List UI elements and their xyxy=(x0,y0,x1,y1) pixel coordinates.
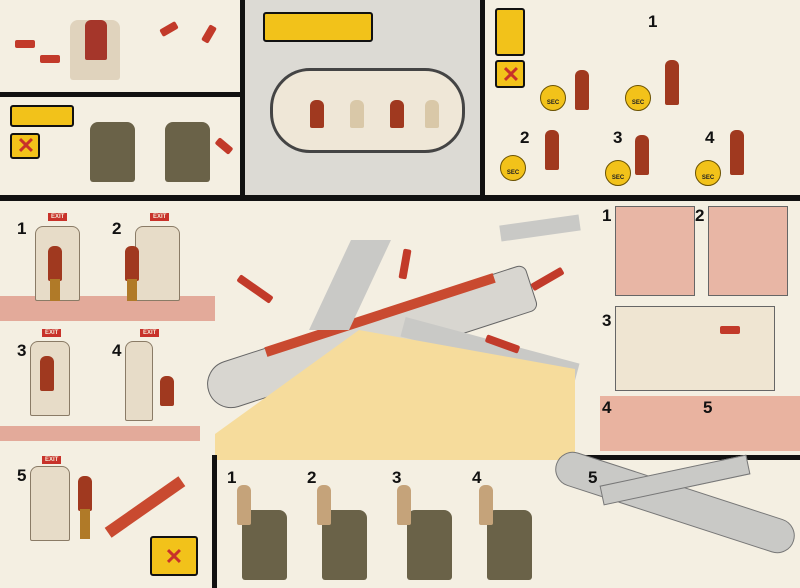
timer-icon: SEC xyxy=(695,160,721,186)
exit-sign: EXIT xyxy=(150,213,170,221)
escape-slide xyxy=(104,476,186,538)
arrow-icon xyxy=(15,40,35,48)
no-sign: ✕ xyxy=(10,133,40,159)
step-number: 1 xyxy=(17,219,27,238)
divider xyxy=(0,92,242,97)
step-number: 1 xyxy=(227,468,237,487)
exit-sign: EXIT xyxy=(48,213,68,221)
passenger-figure xyxy=(85,20,107,60)
seatback-panel: ✕ xyxy=(0,97,240,195)
step-number: 1 xyxy=(648,12,658,31)
arrow-icon xyxy=(214,137,234,155)
step-number: 2 xyxy=(307,468,317,487)
oxygen-mask-panel: ✕ SEC SEC SEC SEC SEC 1 2 3 4 xyxy=(485,0,800,195)
timer-icon: SEC xyxy=(540,85,566,111)
divider xyxy=(240,0,245,200)
timer-icon: SEC xyxy=(605,160,631,186)
step-number: 5 xyxy=(703,398,713,417)
step-number: 3 xyxy=(602,311,612,330)
step-number: 5 xyxy=(17,466,27,485)
timer-icon: SEC xyxy=(500,155,526,181)
timer-icon: SEC xyxy=(625,85,651,111)
seatbelt-panel xyxy=(0,0,240,92)
step-number: 4 xyxy=(705,128,715,147)
step-number: 4 xyxy=(112,341,122,360)
arrow-icon xyxy=(40,55,60,63)
oxygen-sign xyxy=(495,8,525,56)
seat-cushion-panel: 1 2 3 4 xyxy=(217,460,547,588)
overwing-exit-panel: 1 2 3 4 5 xyxy=(600,201,800,451)
arrow-icon xyxy=(201,24,217,44)
divider xyxy=(0,195,800,201)
divider xyxy=(480,0,485,200)
step-number: 3 xyxy=(613,128,623,147)
takeoff-landing-sign xyxy=(10,105,74,127)
step-number: 3 xyxy=(17,341,27,360)
step-number: 2 xyxy=(112,219,122,238)
arrow-icon xyxy=(159,21,179,37)
step-number: 2 xyxy=(695,206,705,225)
landing-sign xyxy=(263,12,373,42)
step-number: 5 xyxy=(588,468,598,487)
exit-sign: EXIT xyxy=(42,456,62,464)
door-exit-panel: EXIT EXIT EXIT EXIT EXIT ✕ 1 2 3 4 5 xyxy=(0,201,215,588)
no-items-sign: ✕ xyxy=(150,536,198,576)
step-number: 1 xyxy=(602,206,612,225)
step-number: 4 xyxy=(472,468,482,487)
exit-sign: EXIT xyxy=(42,329,62,337)
step-number: 2 xyxy=(520,128,530,147)
divider xyxy=(575,455,800,460)
no-smoking-sign: ✕ xyxy=(495,60,525,88)
arrow-icon xyxy=(720,326,740,334)
exit-sign: EXIT xyxy=(140,329,160,337)
divider xyxy=(212,455,217,588)
brace-position-panel xyxy=(245,0,480,195)
step-number: 4 xyxy=(602,398,612,417)
step-number: 3 xyxy=(392,468,402,487)
water-evacuation-panel: 5 xyxy=(540,447,800,588)
